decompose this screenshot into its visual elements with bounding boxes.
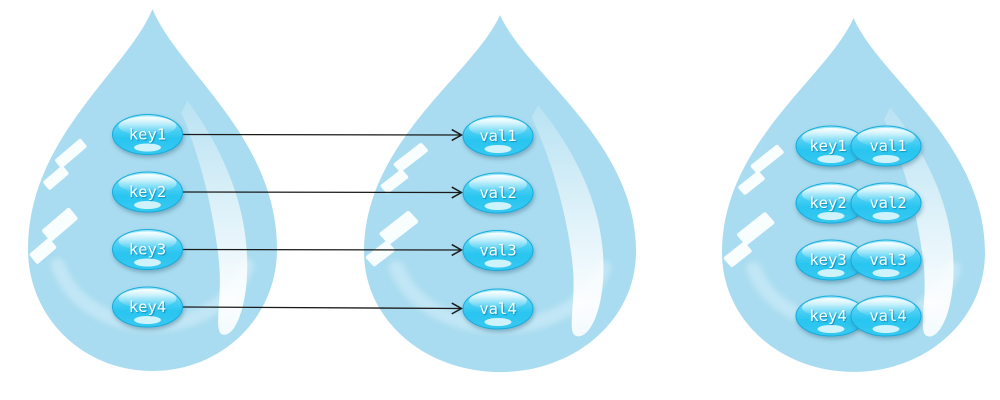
- node-key4-label: key4: [129, 298, 166, 316]
- node-key1: key1: [112, 114, 183, 155]
- node-key3: key3: [112, 229, 183, 270]
- node-val4-label: val4: [479, 300, 516, 318]
- pair3-key-label: key3: [809, 251, 846, 269]
- pair-row-4: key4 val4: [795, 295, 922, 337]
- arrow-key3-val3: [182, 243, 464, 257]
- pair2-key: key2: [795, 182, 867, 224]
- pair2-value: val2: [850, 182, 922, 224]
- pair-row-2: key2 val2: [795, 182, 922, 224]
- pair-row-3: key3 val3: [795, 239, 922, 281]
- value-nodes: val1 val2 val3 val4: [462, 115, 534, 330]
- node-val1: val1: [462, 115, 534, 157]
- node-val1-label: val1: [479, 127, 516, 145]
- pair2-key-label: key2: [809, 194, 846, 212]
- node-key3-label: key3: [129, 241, 166, 259]
- pair1-value-label: val1: [869, 137, 906, 155]
- node-key4: key4: [112, 286, 183, 328]
- arrow-key4-val4: [182, 302, 464, 315]
- arrow-key2-val2: [182, 186, 464, 199]
- pair3-key: key3: [795, 239, 867, 281]
- node-val2-label: val2: [479, 184, 516, 202]
- pair-nodes: key1 val1 key2 val2: [795, 125, 922, 337]
- pair4-value: val4: [850, 295, 922, 337]
- mapping-arrows: [182, 128, 464, 315]
- pair1-value: val1: [850, 125, 922, 167]
- pair4-key-label: key4: [809, 307, 846, 325]
- pair-row-1: key1 val1: [795, 125, 922, 167]
- pair3-value-label: val3: [869, 251, 906, 269]
- node-val3: val3: [462, 230, 534, 271]
- pair1-key-label: key1: [809, 137, 846, 155]
- pair2-value-label: val2: [869, 194, 906, 212]
- pair4-value-label: val4: [869, 307, 906, 325]
- pair3-value: val3: [850, 239, 922, 281]
- node-key2-label: key2: [129, 183, 166, 201]
- key-nodes: key1 key2 key3 key4: [112, 114, 183, 328]
- arrow-key1-val1: [182, 128, 464, 142]
- node-key1-label: key1: [129, 126, 166, 144]
- node-key2: key2: [112, 171, 183, 213]
- pair4-key: key4: [795, 295, 867, 337]
- node-val3-label: val3: [479, 242, 516, 260]
- node-val2: val2: [462, 172, 534, 214]
- node-val4: val4: [462, 288, 534, 330]
